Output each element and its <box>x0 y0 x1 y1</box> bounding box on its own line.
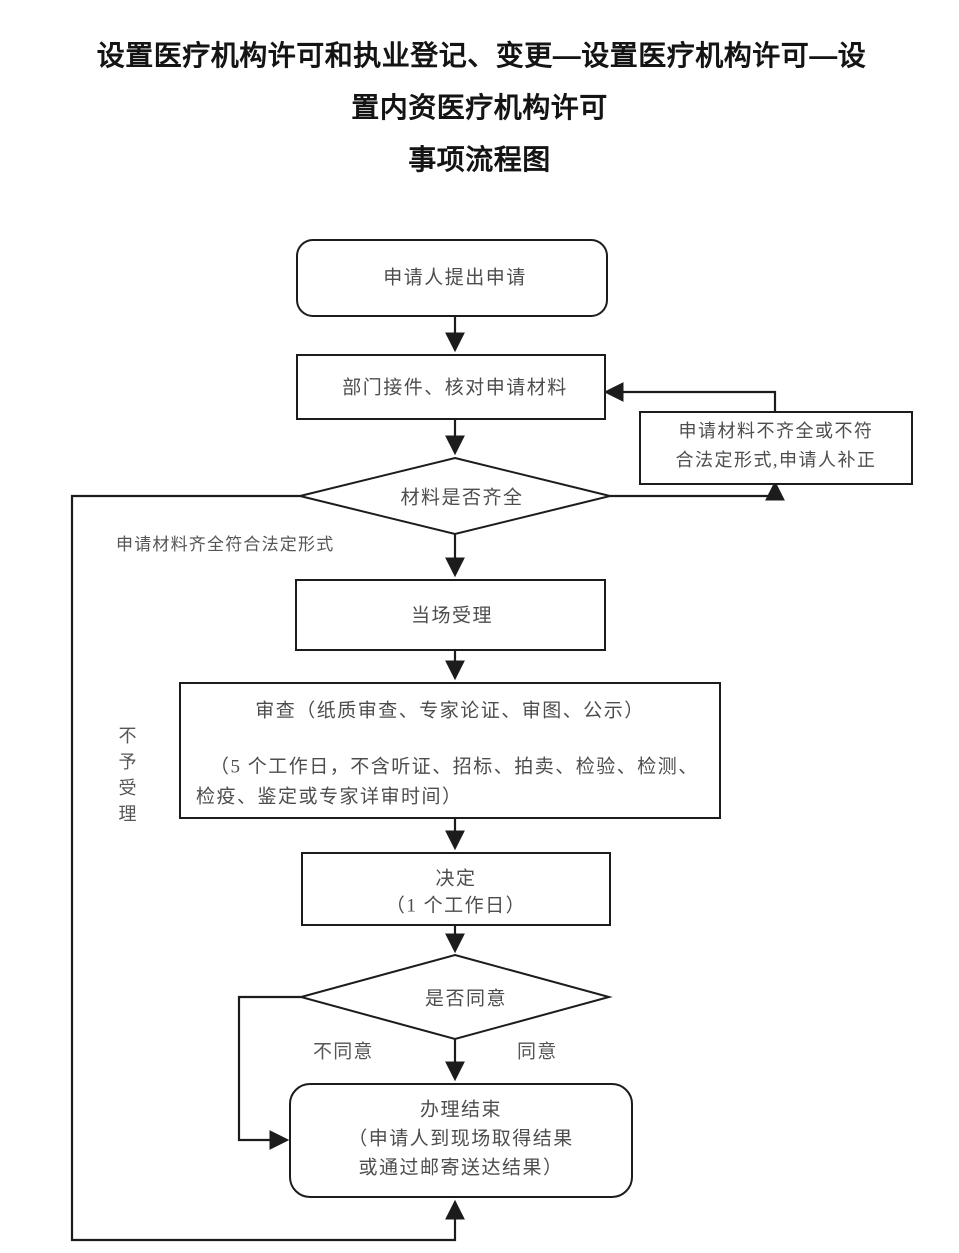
connector-not-accepted-to-finish <box>70 494 465 1242</box>
edge-label-not-accepted: 不 予 受 理 <box>119 726 138 824</box>
node-process-finished-line3: 或通过邮寄送达结果） <box>358 1156 563 1178</box>
node-review-line3: 检疫、鉴定或专家详审时间） <box>196 785 463 807</box>
node-incomplete-materials-correction-line2: 合法定形式,申请人补正 <box>676 450 877 470</box>
node-department-receives[interactable]: 部门接件、核对申请材料 <box>296 354 606 420</box>
node-review[interactable]: 审查（纸质审查、专家论证、审图、公示） （5 个工作日，不含听证、招标、拍卖、检… <box>179 682 721 819</box>
svg-text:受: 受 <box>119 778 138 798</box>
edge-label-agree: 同意 <box>517 1040 557 1062</box>
node-review-line2: （5 个工作日，不含听证、招标、拍卖、检验、检测、 <box>210 755 699 777</box>
node-process-finished-line2: （申请人到现场取得结果 <box>348 1127 574 1149</box>
node-accept-on-site-shape <box>295 579 606 651</box>
node-incomplete-materials-correction-line1: 申请材料不齐全或不符 <box>679 421 874 441</box>
node-materials-complete-decision-label: 材料是否齐全 <box>400 486 523 508</box>
node-accept-on-site-label: 当场受理 <box>411 604 493 626</box>
node-materials-complete-decision-shape <box>299 456 611 536</box>
node-accept-on-site[interactable]: 当场受理 <box>295 579 606 651</box>
node-applicant-submits-shape <box>296 239 608 317</box>
page-title: 设置医疗机构许可和执业登记、变更—设置医疗机构许可—设 置内资医疗机构许可 事项… <box>0 30 959 186</box>
node-approval-decision-label: 是否同意 <box>425 987 507 1009</box>
node-decision-result-shape <box>301 852 611 926</box>
node-materials-complete-decision[interactable]: 材料是否齐全 <box>299 456 611 536</box>
node-process-finished-shape <box>289 1083 633 1198</box>
node-process-finished-line1: 办理结束 <box>420 1098 502 1120</box>
svg-text:不: 不 <box>119 726 138 746</box>
svg-text:理: 理 <box>119 804 138 824</box>
connector-correction-to-receive <box>603 382 777 412</box>
node-department-receives-label: 部门接件、核对申请材料 <box>342 376 568 398</box>
connector-disagree-to-finish <box>237 995 301 1150</box>
node-review-shape <box>179 682 721 819</box>
node-process-finished[interactable]: 办理结束 （申请人到现场取得结果 或通过邮寄送达结果） <box>289 1083 633 1198</box>
node-decision-result-line2: （1 个工作日） <box>386 894 526 916</box>
edge-label-materials-complete: 申请材料齐全符合法定形式 <box>116 535 334 554</box>
node-department-receives-shape <box>296 354 606 420</box>
node-decision-result[interactable]: 决定 （1 个工作日） <box>301 852 611 926</box>
node-approval-decision-shape <box>297 953 613 1041</box>
node-approval-decision[interactable]: 是否同意 <box>297 953 613 1041</box>
node-applicant-submits[interactable]: 申请人提出申请 <box>296 239 608 317</box>
title-line-2: 置内资医疗机构许可 <box>351 92 608 123</box>
node-decision-result-line1: 决定 <box>435 867 476 889</box>
node-incomplete-materials-correction[interactable]: 申请材料不齐全或不符 合法定形式,申请人补正 <box>639 411 913 485</box>
node-incomplete-materials-correction-shape <box>639 411 913 485</box>
title-line-3: 事项流程图 <box>408 144 551 175</box>
svg-text:予: 予 <box>119 752 138 772</box>
title-line-1: 设置医疗机构许可和执业登记、变更—设置医疗机构许可—设 <box>96 40 867 71</box>
node-review-line1: 审查（纸质审查、专家论证、审图、公示） <box>255 699 645 721</box>
node-applicant-submits-label: 申请人提出申请 <box>383 266 527 288</box>
edge-label-disagree: 不同意 <box>313 1040 374 1062</box>
connector-check-to-correction <box>610 480 785 501</box>
